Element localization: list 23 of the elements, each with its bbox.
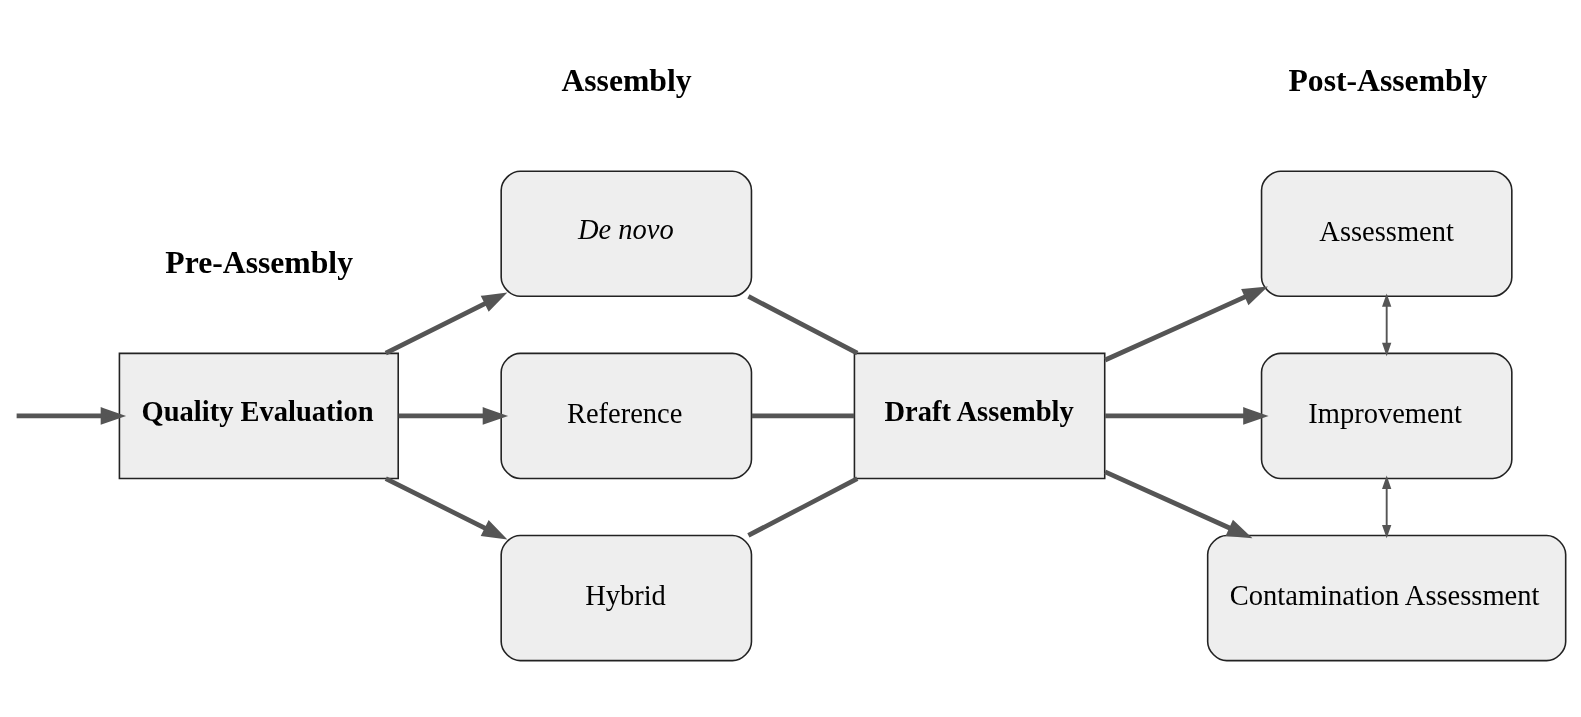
arrow: [1105, 407, 1269, 425]
arrow: [384, 292, 508, 356]
arrow: [1382, 475, 1392, 539]
connector: [747, 294, 859, 356]
arrow: [1382, 293, 1392, 357]
arrow: [1104, 286, 1268, 363]
arrow: [384, 476, 508, 540]
node-box: Improvement: [1260, 352, 1513, 480]
arrow: [16, 407, 127, 425]
node-box: Hybrid: [500, 534, 753, 662]
connector: [751, 413, 855, 419]
node-box: Contamination Assessment: [1206, 534, 1567, 662]
node-box: De novo: [500, 170, 753, 298]
node-box: Draft Assembly: [853, 352, 1106, 480]
node-box: Assessment: [1260, 170, 1513, 298]
connector: [747, 476, 859, 538]
arrow: [1104, 469, 1253, 539]
node-box: Reference: [500, 352, 753, 480]
node-box: Quality Evaluation: [118, 352, 399, 480]
label: Assembly: [561, 63, 692, 99]
arrow: [398, 407, 509, 425]
label: Pre-Assembly: [165, 245, 354, 281]
label: Post-Assembly: [1288, 63, 1488, 99]
